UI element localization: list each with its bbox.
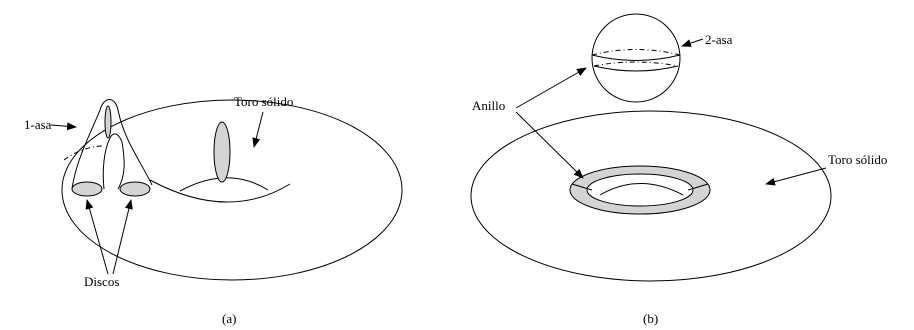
- sphere-equator-back: [591, 49, 681, 56]
- one-handle: [63, 99, 153, 197]
- sphere-outline: [591, 13, 681, 103]
- arrow-anillo-up: [515, 67, 587, 109]
- one-handle-arch-inner: [102, 133, 125, 190]
- one-handle-cocore-disc: [104, 105, 112, 139]
- torus-b-outline: [470, 110, 832, 282]
- torus-a-meridian-disc: [213, 121, 231, 183]
- panel-b: 2-asa Anillo Toro sólido (b): [470, 13, 887, 326]
- label-discos: Discos: [84, 274, 119, 289]
- two-handle: [591, 13, 681, 103]
- arrow-toro-solido-a: [252, 111, 264, 148]
- attaching-disc-left: [71, 181, 103, 197]
- arrow-anillo-down: [515, 111, 584, 179]
- torus-a-hole-lower: [149, 179, 291, 203]
- arrow-toro-solido-b: [765, 167, 827, 186]
- annulus-right-tick: [687, 183, 709, 191]
- panel-a: 1-asa Toro sólido Discos (a): [24, 94, 403, 326]
- arrow-2-asa: [681, 38, 704, 47]
- torus-a-outline: [61, 99, 403, 281]
- label-1-asa: 1-asa: [24, 117, 52, 132]
- attaching-disc-right: [119, 181, 151, 197]
- label-anillo: Anillo: [472, 98, 505, 113]
- label-toro-solido-a: Toro sólido: [234, 94, 293, 109]
- arrow-discos-right: [112, 199, 133, 275]
- annulus: [569, 165, 711, 215]
- sphere-band-front: [593, 65, 679, 72]
- label-2-asa: 2-asa: [705, 32, 733, 47]
- caption-a: (a): [222, 311, 236, 326]
- one-handle-hidden-dash: [63, 145, 105, 161]
- one-handle-arch-outer: [71, 99, 153, 190]
- sphere-band-back: [593, 61, 679, 67]
- arrow-1-asa: [50, 122, 77, 131]
- annulus-inner-curve: [599, 183, 684, 196]
- sphere-equator-front: [591, 54, 681, 61]
- arrow-discos-left: [85, 199, 109, 275]
- annulus-left-tick: [571, 183, 593, 191]
- annulus-inner: [586, 173, 694, 207]
- label-toro-solido-b: Toro sólido: [828, 152, 887, 167]
- caption-b: (b): [643, 311, 658, 326]
